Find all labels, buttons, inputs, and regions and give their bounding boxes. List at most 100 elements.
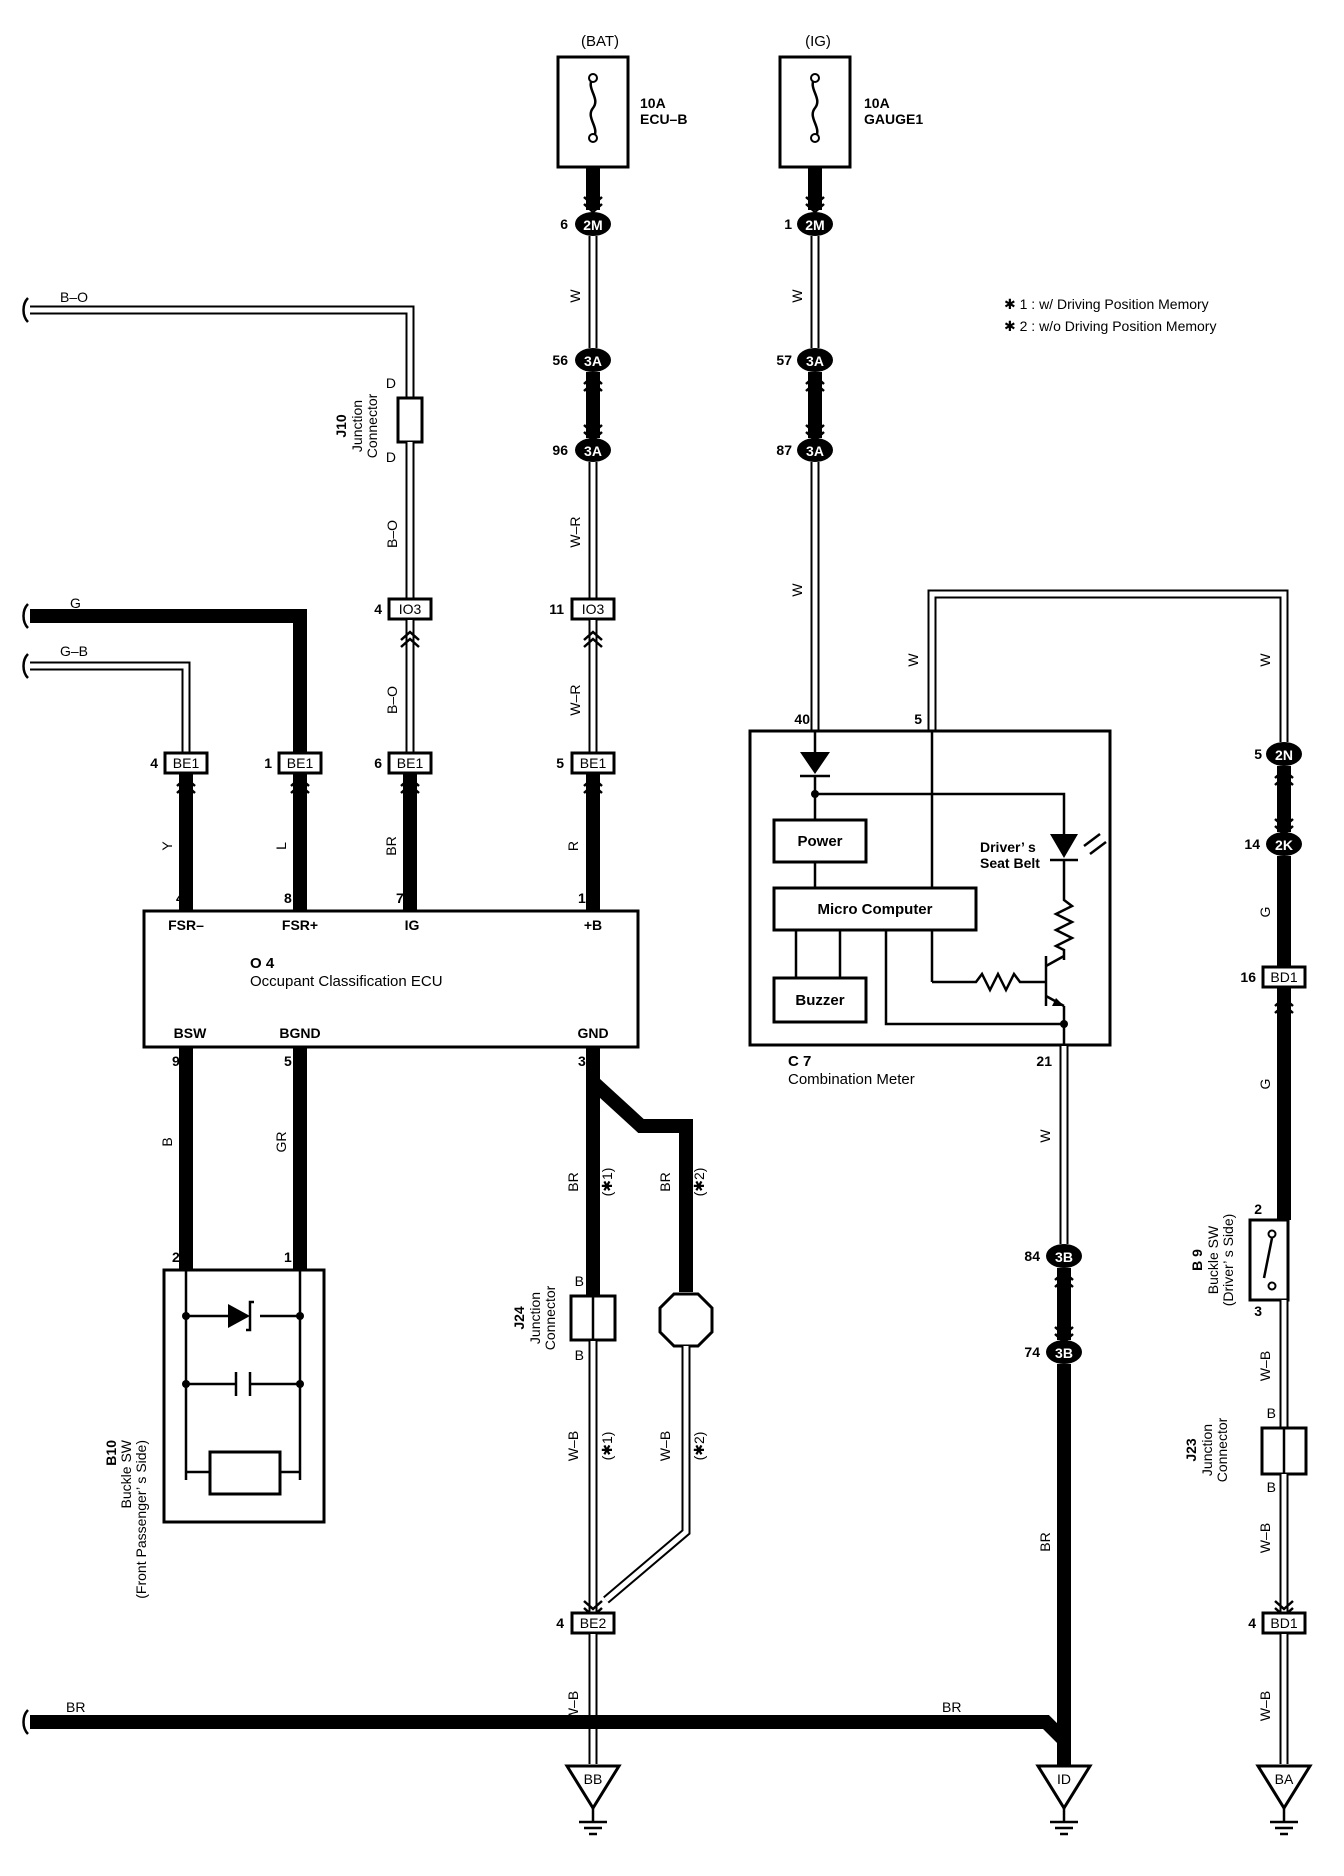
wire-color: W–B bbox=[657, 1431, 673, 1461]
wire-color: B–O bbox=[384, 686, 400, 714]
wire-color: W–B bbox=[565, 1691, 581, 1721]
wire-color: W bbox=[789, 583, 805, 597]
connector-3b: 3B bbox=[1055, 1249, 1073, 1265]
pin: 2 bbox=[1254, 1201, 1262, 1217]
j23-label: Connector bbox=[1214, 1417, 1230, 1482]
b9-id: B 9 bbox=[1189, 1249, 1205, 1271]
fuse-ecu-b: (BAT) 10A ECU–B bbox=[556, 33, 687, 169]
pin: 40 bbox=[794, 711, 810, 727]
pin: 5 bbox=[556, 755, 564, 771]
pin: 96 bbox=[552, 442, 568, 458]
pin: 3 bbox=[578, 1053, 586, 1069]
junction-pin: B bbox=[1267, 1405, 1276, 1421]
wire-color: BR bbox=[565, 1172, 581, 1191]
pin: 5 bbox=[914, 711, 922, 727]
connector-3a: 3A bbox=[584, 353, 602, 369]
wire-color: L bbox=[273, 842, 289, 850]
pin: 4 bbox=[1248, 1615, 1256, 1631]
j23-id: J23 bbox=[1183, 1438, 1199, 1462]
pin: 3 bbox=[1254, 1303, 1262, 1319]
junction-pin: B bbox=[575, 1273, 584, 1289]
b10-label: (Front Passenger’ s Side) bbox=[133, 1440, 149, 1599]
connector-bd1: BD1 bbox=[1270, 969, 1297, 985]
ground-bus: BR BR bbox=[22, 1699, 1069, 1745]
ground-label: BA bbox=[1275, 1771, 1294, 1787]
wire-color: B bbox=[159, 1137, 175, 1146]
ground-bb: BB bbox=[564, 1764, 622, 1836]
ground-id: ID bbox=[1035, 1764, 1093, 1836]
terminal-b-plus: +B bbox=[584, 917, 602, 933]
j23-label: Junction bbox=[1199, 1424, 1215, 1476]
wire-color: W–B bbox=[1257, 1691, 1273, 1721]
pin: 5 bbox=[284, 1053, 292, 1069]
pin: 6 bbox=[560, 216, 568, 232]
wire-color: G bbox=[70, 595, 81, 611]
ground-label: BB bbox=[584, 1771, 603, 1787]
pin: 6 bbox=[374, 755, 382, 771]
pin: 56 bbox=[552, 352, 568, 368]
circuit-gauge1: 2M 1 W 3A 57 3A 87 W bbox=[776, 167, 833, 730]
circuit-b-o: B–O D D J10 Junction Connector B–O IO3 4… bbox=[22, 289, 433, 910]
meter-id: C 7 bbox=[788, 1053, 811, 1070]
wire-color: BR bbox=[942, 1699, 961, 1715]
ecu-name: Occupant Classification ECU bbox=[250, 973, 443, 990]
wire-color: GR bbox=[273, 1132, 289, 1153]
junction-pin: D bbox=[386, 449, 396, 465]
seatbelt-label: Seat Belt bbox=[980, 855, 1040, 871]
j24-id: J24 bbox=[511, 1306, 527, 1330]
circuit-g: G BE1 1 L bbox=[22, 595, 323, 910]
wire-color: W–R bbox=[567, 516, 583, 547]
j10-label: Junction bbox=[349, 400, 365, 452]
junction-pin: B bbox=[1267, 1479, 1276, 1495]
terminal-ig: IG bbox=[405, 917, 420, 933]
connector-be2: BE2 bbox=[580, 1615, 607, 1631]
circuit-g-b: G–B BE1 4 Y bbox=[22, 643, 209, 910]
wire-color: BR bbox=[657, 1172, 673, 1191]
combination-meter: W W 40 5 Power Micro Computer Buzzer Dri… bbox=[748, 589, 1289, 1766]
seatbelt-label: Driver’ s bbox=[980, 839, 1036, 855]
wire-color: W–B bbox=[1257, 1351, 1273, 1381]
wire-color: B–O bbox=[384, 520, 400, 548]
wire-color: Y bbox=[159, 841, 175, 851]
connector-3a: 3A bbox=[806, 443, 824, 459]
j10-id: J10 bbox=[333, 414, 349, 438]
wire-color: BR bbox=[383, 836, 399, 855]
bat-label: (BAT) bbox=[581, 33, 619, 50]
pin: 87 bbox=[776, 442, 792, 458]
note-1: ✱ 1 : w/ Driving Position Memory bbox=[1004, 296, 1209, 312]
circuit-b10: 9 5 B GR 2 1 B10 Buckle SW (Front Passen… bbox=[103, 1048, 326, 1599]
connector-2m: 2M bbox=[583, 217, 602, 233]
pin: 11 bbox=[549, 601, 564, 617]
terminal-bgnd: BGND bbox=[279, 1025, 320, 1041]
connector-2n: 2N bbox=[1275, 747, 1293, 763]
wire-color: B–O bbox=[60, 289, 88, 305]
junction-pin: D bbox=[386, 375, 396, 391]
pin: 5 bbox=[1254, 746, 1262, 762]
connector-2m: 2M bbox=[805, 217, 824, 233]
wire-color: W–B bbox=[1257, 1523, 1273, 1553]
pin: 1 bbox=[784, 216, 792, 232]
meter-name: Combination Meter bbox=[788, 1071, 915, 1088]
ground-label: ID bbox=[1057, 1771, 1071, 1787]
connector-3b: 3B bbox=[1055, 1345, 1073, 1361]
terminal-bsw: BSW bbox=[174, 1025, 207, 1041]
pin: 1 bbox=[264, 755, 272, 771]
terminal-fsr-minus: FSR– bbox=[168, 917, 204, 933]
connector-io3: IO3 bbox=[399, 601, 422, 617]
pin: 74 bbox=[1024, 1344, 1040, 1360]
wire-color: W bbox=[1257, 653, 1273, 667]
b10-id: B10 bbox=[103, 1440, 119, 1466]
connector-io3: IO3 bbox=[582, 601, 605, 617]
variant-label: (✱2) bbox=[691, 1432, 707, 1461]
wire-color: W bbox=[567, 289, 583, 303]
pin: 57 bbox=[776, 352, 792, 368]
circuit-ecu-b: 2M 6 W 3A 56 3A 96 W–R IO3 11 W–R BE1 5 … bbox=[549, 167, 616, 910]
j24-label: Junction bbox=[527, 1292, 543, 1344]
fuse-name: GAUGE1 bbox=[864, 111, 923, 127]
ecu-id: O 4 bbox=[250, 955, 275, 972]
pin: 21 bbox=[1036, 1053, 1052, 1069]
fuse-gauge1: (IG) 10A GAUGE1 bbox=[778, 33, 923, 169]
j10-label: Connector bbox=[364, 393, 380, 458]
circuit-b9: 2N 5 2K 14 G BD1 16 G 2 B 9 Buckle SW (D… bbox=[1183, 742, 1308, 1764]
connector-be1: BE1 bbox=[287, 755, 314, 771]
